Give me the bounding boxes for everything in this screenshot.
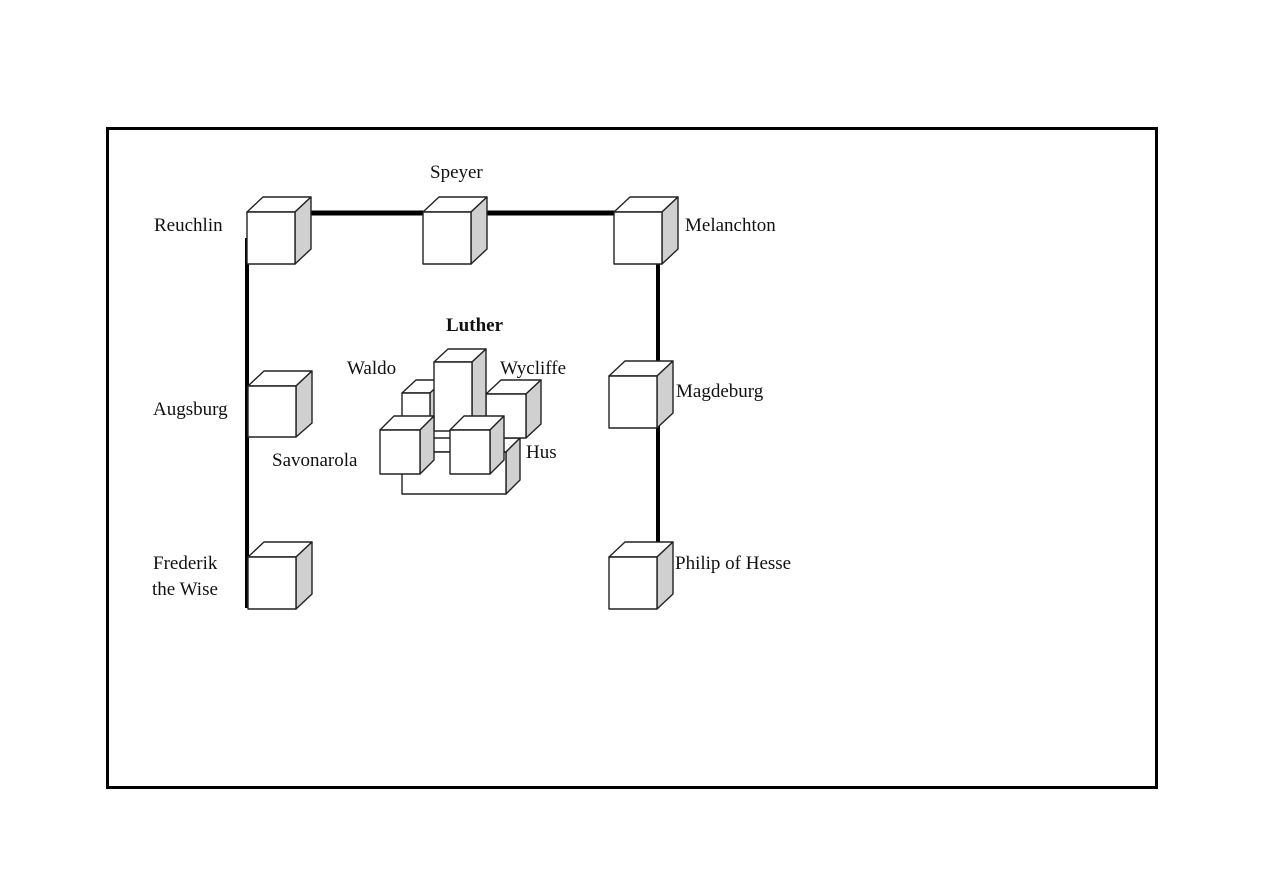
- label-reuchlin: Reuchlin: [154, 215, 223, 236]
- labels: Speyer Reuchlin Melanchton Luther Waldo …: [152, 162, 791, 600]
- label-magdeburg: Magdeburg: [676, 381, 764, 402]
- label-luther: Luther: [446, 315, 504, 336]
- cube-frederik: [247, 541, 313, 610]
- cube-hus: [449, 415, 505, 475]
- label-frederik-line1: Frederik: [153, 553, 218, 574]
- cube-luther: [433, 348, 487, 432]
- cube-augsburg: [247, 370, 313, 438]
- cube-reuchlin: [246, 196, 312, 265]
- cube-philip: [608, 541, 674, 610]
- cube-magdeburg: [608, 360, 674, 429]
- label-savonarola: Savonarola: [272, 450, 358, 471]
- label-hus: Hus: [526, 442, 557, 463]
- label-augsburg: Augsburg: [153, 399, 228, 420]
- label-frederik-line2: the Wise: [152, 579, 218, 600]
- cube-savonarola: [379, 415, 435, 475]
- label-wycliffe: Wycliffe: [500, 358, 566, 379]
- label-waldo: Waldo: [347, 358, 396, 379]
- label-philip: Philip of Hesse: [675, 553, 791, 574]
- luther-cluster: [379, 348, 542, 495]
- cube-melanchton: [613, 196, 679, 265]
- cube-speyer: [422, 196, 488, 265]
- label-speyer: Speyer: [430, 162, 483, 183]
- label-melanchton: Melanchton: [685, 215, 776, 236]
